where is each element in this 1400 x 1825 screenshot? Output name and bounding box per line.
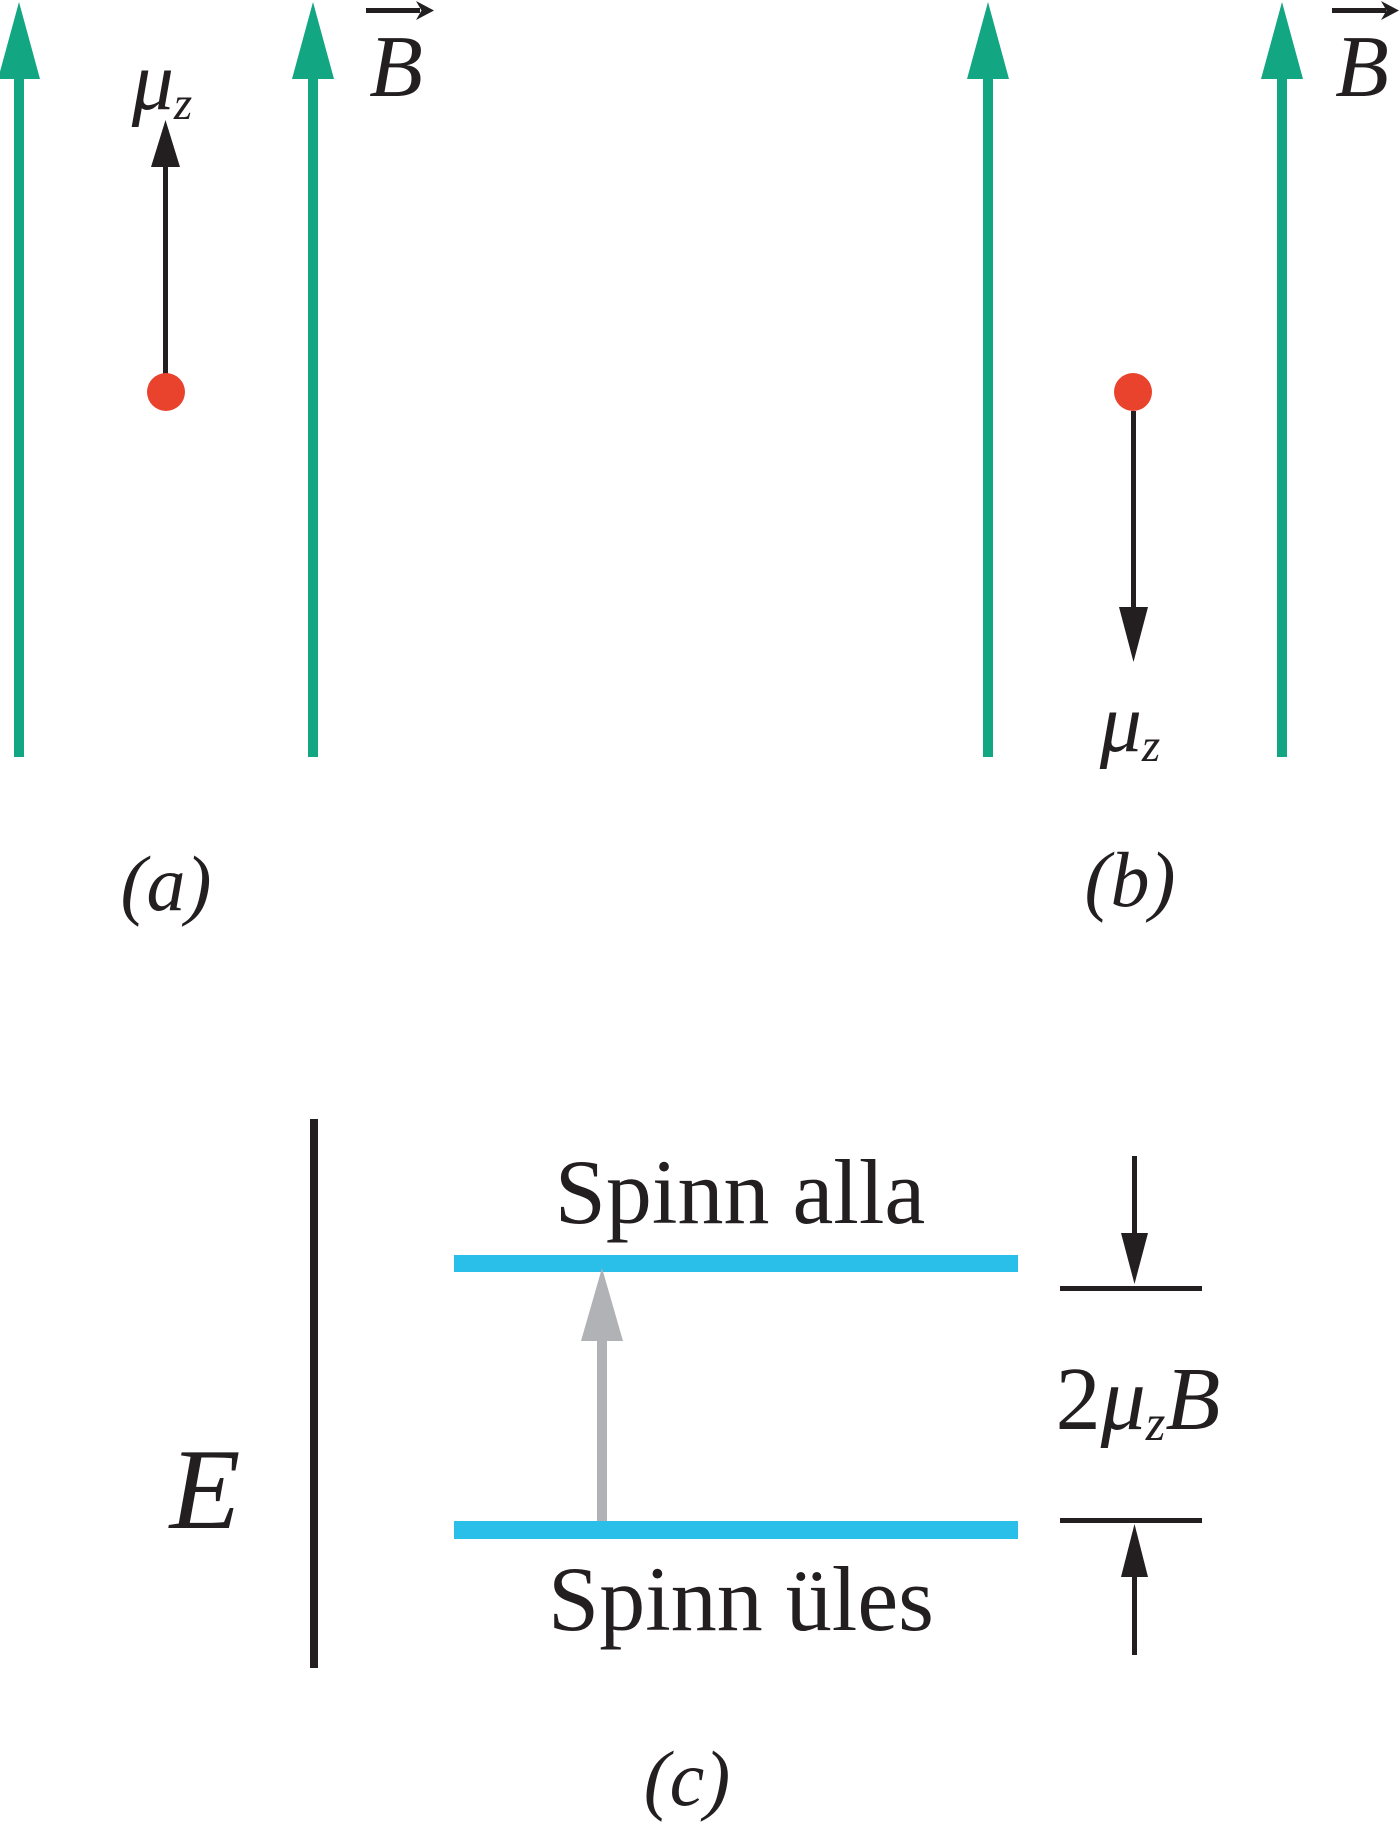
b-vector-arrow-b-shaft <box>1332 8 1386 13</box>
transition-arrow-shaft <box>597 1332 607 1521</box>
b-vector-arrow-a-shaft <box>366 8 420 13</box>
dipole-dot-a <box>147 373 185 411</box>
mu-symbol-a: μ <box>131 35 174 128</box>
upper-level-label: Spinn alla <box>554 1141 926 1243</box>
lower-energy-level-bar <box>454 1521 1018 1539</box>
gap-coefficient: 2 <box>1055 1350 1101 1449</box>
field-arrow-b-right-head <box>1261 2 1303 79</box>
field-arrow-a-left-head <box>0 2 40 79</box>
panel-a-caption: (a) <box>120 840 212 927</box>
gap-mu-subscript: z <box>1145 1395 1166 1452</box>
moment-arrow-b-head <box>1119 607 1148 662</box>
mu-subscript-a: z <box>173 78 193 131</box>
energy-axis-label: E <box>169 1426 241 1554</box>
field-arrow-b-left-shaft <box>983 64 993 757</box>
moment-arrow-a-shaft <box>163 150 168 376</box>
gap-mu-symbol: μ <box>1100 1350 1146 1449</box>
field-arrow-a-right-head <box>292 2 334 79</box>
moment-label-b: μz <box>1100 682 1160 770</box>
field-arrow-a-left-shaft <box>14 64 24 757</box>
b-vector-arrow-b-head <box>1381 1 1399 20</box>
transition-arrow-head <box>581 1268 623 1341</box>
gap-up-arrow-head <box>1121 1524 1148 1577</box>
panel-b-caption: (b) <box>1084 836 1176 923</box>
moment-arrow-b-shaft <box>1131 411 1136 611</box>
field-arrow-b-left-head <box>967 2 1009 79</box>
mu-symbol-b: μ <box>1099 677 1142 770</box>
gap-down-arrow-head <box>1121 1233 1148 1284</box>
b-vector-arrow-a-head <box>416 1 434 20</box>
lower-level-label: Spinn üles <box>548 1548 934 1650</box>
gap-top-tick <box>1060 1286 1202 1291</box>
field-label-a: B <box>369 19 423 116</box>
gap-up-arrow-shaft <box>1132 1575 1137 1655</box>
gap-bottom-tick <box>1060 1518 1202 1523</box>
moment-arrow-a-head <box>151 120 180 167</box>
energy-axis-line <box>310 1119 318 1668</box>
field-arrow-a-right-shaft <box>308 64 318 757</box>
energy-gap-label: 2μzB <box>1056 1355 1221 1449</box>
field-label-b: B <box>1335 19 1389 116</box>
field-arrow-b-right-shaft <box>1277 64 1287 757</box>
mu-subscript-b: z <box>1141 720 1161 773</box>
gap-field-symbol: B <box>1165 1350 1221 1449</box>
moment-label-a: μz <box>132 40 192 128</box>
dipole-dot-b <box>1114 373 1152 411</box>
panel-c-caption: (c) <box>643 1735 731 1822</box>
gap-down-arrow-shaft <box>1132 1156 1137 1236</box>
upper-energy-level-bar <box>454 1255 1018 1272</box>
